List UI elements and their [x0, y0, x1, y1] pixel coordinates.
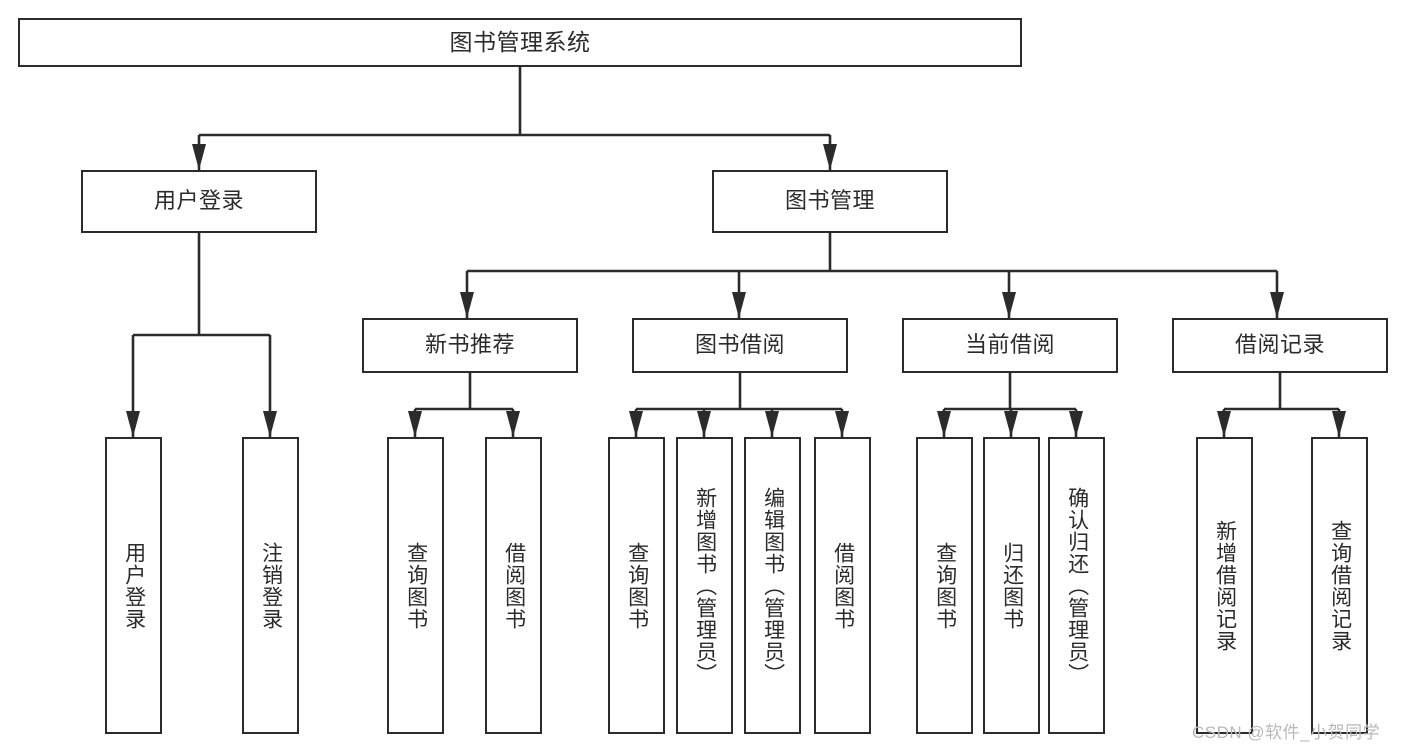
node-l2-3[interactable]: 借阅记录	[1172, 318, 1388, 373]
node-leaf-c-1[interactable]: 归还图书	[983, 437, 1040, 734]
node-l2-1[interactable]: 图书借阅	[632, 318, 848, 373]
node-leaf-b-2[interactable]: 编辑图书（管理员）	[744, 437, 801, 734]
node-leaf-c-2[interactable]: 确认归还（管理员）	[1048, 437, 1105, 734]
book-mgmt-to-level2-arrowhead-1	[732, 292, 746, 318]
new-book-to-leaves-arrowhead-0	[408, 411, 422, 437]
node-l2-0[interactable]: 新书推荐	[362, 318, 578, 373]
node-label: 新增图书（管理员）	[693, 486, 717, 685]
node-l1-0[interactable]: 用户登录	[81, 170, 317, 233]
user-login-to-leaves-arrowhead-0	[126, 411, 140, 437]
borrow-to-leaves-arrowhead-1	[697, 411, 711, 437]
node-label: 借阅记录	[1234, 332, 1325, 358]
borrow-to-leaves-arrowhead-2	[765, 411, 779, 437]
borrow-to-leaves-arrowhead-3	[835, 411, 849, 437]
root-to-level1-arrowhead-1	[823, 144, 837, 170]
book-mgmt-to-level2-arrowhead-0	[460, 292, 474, 318]
node-label: 查询借阅记录	[1328, 519, 1352, 652]
node-l2-2[interactable]: 当前借阅	[902, 318, 1118, 373]
node-label: 归还图书	[1000, 541, 1024, 630]
node-root[interactable]: 图书管理系统	[18, 18, 1022, 67]
node-label: 编辑图书（管理员）	[761, 486, 785, 685]
node-label: 借阅图书	[831, 541, 855, 630]
node-leaf-u-0[interactable]: 用户登录	[105, 437, 162, 734]
node-leaf-b-0[interactable]: 查询图书	[608, 437, 665, 734]
node-leaf-r-1[interactable]: 查询借阅记录	[1311, 437, 1368, 734]
node-label: 查询图书	[933, 541, 957, 630]
book-mgmt-to-level2-arrowhead-2	[1002, 292, 1016, 318]
node-label: 图书管理	[784, 188, 875, 214]
root-to-level1-arrowhead-0	[192, 144, 206, 170]
node-leaf-n-1[interactable]: 借阅图书	[485, 437, 542, 734]
record-to-leaves-arrowhead-1	[1332, 411, 1346, 437]
node-l1-1[interactable]: 图书管理	[712, 170, 948, 233]
node-leaf-u-1[interactable]: 注销登录	[242, 437, 299, 734]
node-leaf-r-0[interactable]: 新增借阅记录	[1196, 437, 1253, 734]
current-to-leaves-arrowhead-0	[937, 411, 951, 437]
node-label: 借阅图书	[502, 541, 526, 630]
node-label: 新书推荐	[424, 332, 515, 358]
node-label: 查询图书	[625, 541, 649, 630]
current-to-leaves-arrowhead-2	[1069, 411, 1083, 437]
node-label: 查询图书	[404, 541, 428, 630]
node-label: 图书管理系统	[449, 28, 591, 55]
node-leaf-b-1[interactable]: 新增图书（管理员）	[676, 437, 733, 734]
book-mgmt-to-level2-arrowhead-3	[1270, 292, 1284, 318]
node-label: 注销登录	[259, 541, 283, 630]
borrow-to-leaves-arrowhead-0	[629, 411, 643, 437]
current-to-leaves-arrowhead-1	[1004, 411, 1018, 437]
node-label: 图书借阅	[694, 332, 785, 358]
record-to-leaves-arrowhead-0	[1217, 411, 1231, 437]
node-leaf-n-0[interactable]: 查询图书	[387, 437, 444, 734]
node-label: 新增借阅记录	[1213, 519, 1237, 652]
node-label: 用户登录	[122, 541, 146, 630]
new-book-to-leaves-arrowhead-1	[506, 411, 520, 437]
node-label: 当前借阅	[964, 332, 1055, 358]
user-login-to-leaves-arrowhead-1	[263, 411, 277, 437]
node-label: 用户登录	[153, 188, 244, 214]
node-label: 确认归还（管理员）	[1065, 486, 1089, 685]
node-leaf-c-0[interactable]: 查询图书	[916, 437, 973, 734]
node-leaf-b-3[interactable]: 借阅图书	[814, 437, 871, 734]
csdn-watermark: CSDN @软件_小贺同学	[1192, 723, 1381, 742]
